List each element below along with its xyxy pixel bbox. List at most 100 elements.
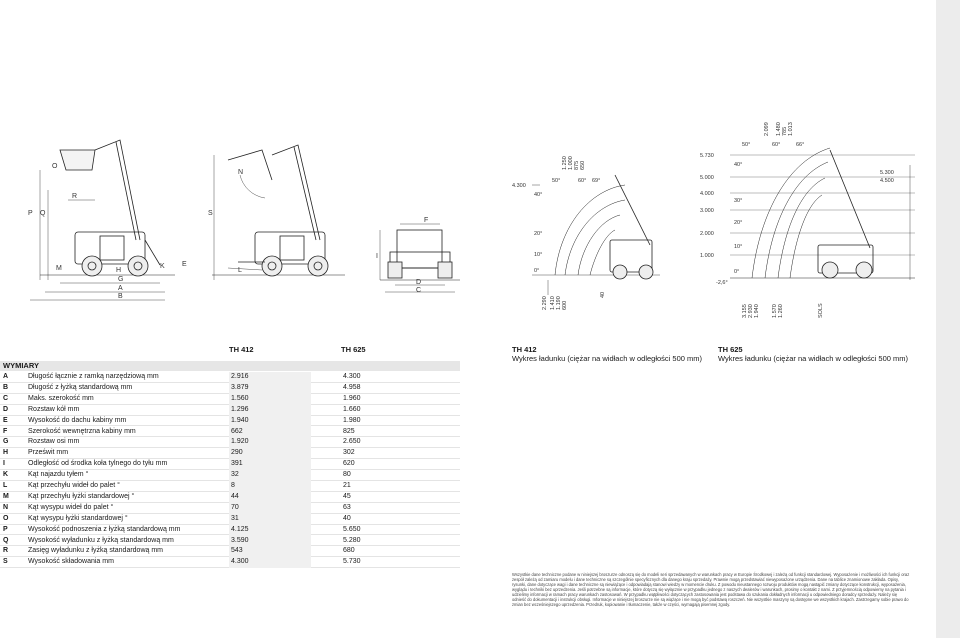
spec-value-th625: 1.660 (343, 405, 361, 413)
c412-bottom-2: 1.190 (556, 296, 562, 310)
dim-D: D (416, 279, 421, 286)
spec-key: Q (3, 536, 9, 544)
spec-value-th625: 680 (343, 547, 355, 555)
dim-P: P (28, 210, 33, 217)
spec-value-th412: 4.125 (229, 524, 311, 536)
dim-L: L (238, 267, 242, 274)
chart625-subtitle: Wykres ładunku (ciężar na widłach w odle… (718, 354, 909, 363)
spec-value-th412: 8 (229, 481, 311, 492)
c412-angle-69: 69° (592, 178, 600, 184)
dim-C: C (416, 287, 421, 294)
spec-value-th625: 620 (343, 460, 355, 468)
c412-angle-20: 20° (534, 231, 542, 237)
spec-label: Wysokość podnoszenia z łyżką standardową… (28, 525, 181, 533)
spec-value-th412: 1.920 (229, 437, 311, 449)
drawings-svg: O N P Q R S M H K E L G A B I D C F 4.30… (28, 122, 915, 318)
spec-value-th625: 825 (343, 427, 355, 435)
c625-top-2: 785 (782, 127, 788, 136)
c625-top-0: 2.099 (764, 122, 770, 136)
spec-label: Rozstaw kół mm (28, 405, 80, 413)
c625-h-5300: 5.300 (880, 170, 894, 176)
spec-value-th412: 3.590 (229, 535, 311, 547)
c625-angle-40: 40° (734, 162, 742, 168)
spec-key: C (3, 394, 9, 402)
chart412-title: TH 412 (512, 345, 537, 354)
spec-label: Kąt najazdu tyłem ° (28, 471, 89, 479)
spec-value-th412: 1.296 (229, 404, 311, 416)
spec-value-th625: 63 (343, 503, 351, 511)
c625-top-3: 1.013 (788, 122, 794, 136)
spec-value-th625: 80 (343, 471, 351, 479)
spec-key: A (3, 373, 9, 380)
spec-value-th412: 1.560 (229, 393, 311, 405)
c625-h-4000: 4.000 (700, 191, 714, 197)
spec-key: F (3, 427, 8, 435)
spec-key: I (3, 460, 5, 468)
spec-key: R (3, 547, 9, 555)
spec-label: Zasięg wyładunku z łyżką standardową mm (28, 547, 164, 555)
spec-value-th625: 5.730 (343, 558, 361, 566)
c412-cap-1: 1.000 (568, 156, 574, 170)
c412-angle-60: 60° (578, 178, 586, 184)
col-head-th412: TH 412 (229, 345, 254, 354)
spec-value-th412: 391 (229, 459, 311, 471)
machine-front-drawing (379, 223, 460, 293)
c625-h-4500: 4.500 (880, 178, 894, 184)
spec-label: Szerokość wewnętrzna kabiny mm (28, 427, 136, 435)
dim-F: F (424, 217, 428, 224)
spec-label: Wysokość składowania mm (28, 558, 114, 566)
c625-angle-30: 30° (734, 198, 742, 204)
spec-label: Kąt przechyłu łyżki standardowej ° (28, 492, 135, 500)
spec-value-th625: 2.650 (343, 438, 361, 446)
c625-angle-10: 10° (734, 244, 742, 250)
dim-Q: Q (40, 210, 46, 217)
load-chart-412 (532, 174, 660, 295)
dim-S: S (208, 210, 213, 217)
spec-value-th625: 4.958 (343, 383, 361, 391)
dim-H: H (116, 267, 121, 274)
c625-bottom-3: 1.570 (772, 304, 778, 318)
spec-value-th625: 21 (343, 482, 351, 489)
c625-top-1: 1.480 (776, 122, 782, 136)
side-strip (936, 0, 960, 638)
spec-key: D (3, 405, 9, 413)
machine-bucket-drawing (30, 139, 175, 301)
spec-label: Kąt wysypu łyżki standardowej ° (28, 514, 128, 522)
spec-label: Maks. szerokość mm (28, 394, 94, 402)
spec-label: Długość łącznie z ramką narzędziową mm (28, 373, 159, 380)
spec-row: Q Wysokość wyładunku z łyżką standardową … (0, 535, 460, 547)
spec-value-th412: 31 (229, 513, 311, 525)
spec-value-th625: 45 (343, 492, 351, 500)
spec-label: Wysokość do dachu kabiny mm (28, 416, 127, 424)
spec-value-th625: 5.650 (343, 525, 361, 533)
spec-label: Prześwit mm (28, 449, 69, 457)
c412-bottom-0: 2.290 (542, 296, 548, 310)
dim-R: R (72, 193, 77, 200)
spec-key: M (3, 492, 9, 500)
c412-cap-0: 1.250 (562, 156, 568, 170)
c412-cap-2: 875 (574, 161, 580, 170)
machine-forks-drawing (212, 144, 345, 280)
spec-value-th625: 1.960 (343, 394, 361, 402)
dim-B: B (118, 293, 123, 300)
c625-bottom-0: 3.155 (742, 304, 748, 318)
c625-bottom-4: 1.260 (778, 304, 784, 318)
spec-key: L (3, 482, 8, 489)
c625-bottom-2: 1.940 (754, 304, 760, 318)
c412-cap-3: 650 (580, 161, 586, 170)
c412-angle-50: 50° (552, 178, 560, 184)
spec-label: Wysokość wyładunku z łyżką standardową m… (28, 536, 174, 544)
c412-bottom-3: 600 (562, 301, 568, 310)
spec-key: K (3, 471, 9, 479)
technical-drawings: O N P Q R S M H K E L G A B I D C F 4.30… (28, 122, 915, 318)
dim-O: O (52, 163, 58, 170)
